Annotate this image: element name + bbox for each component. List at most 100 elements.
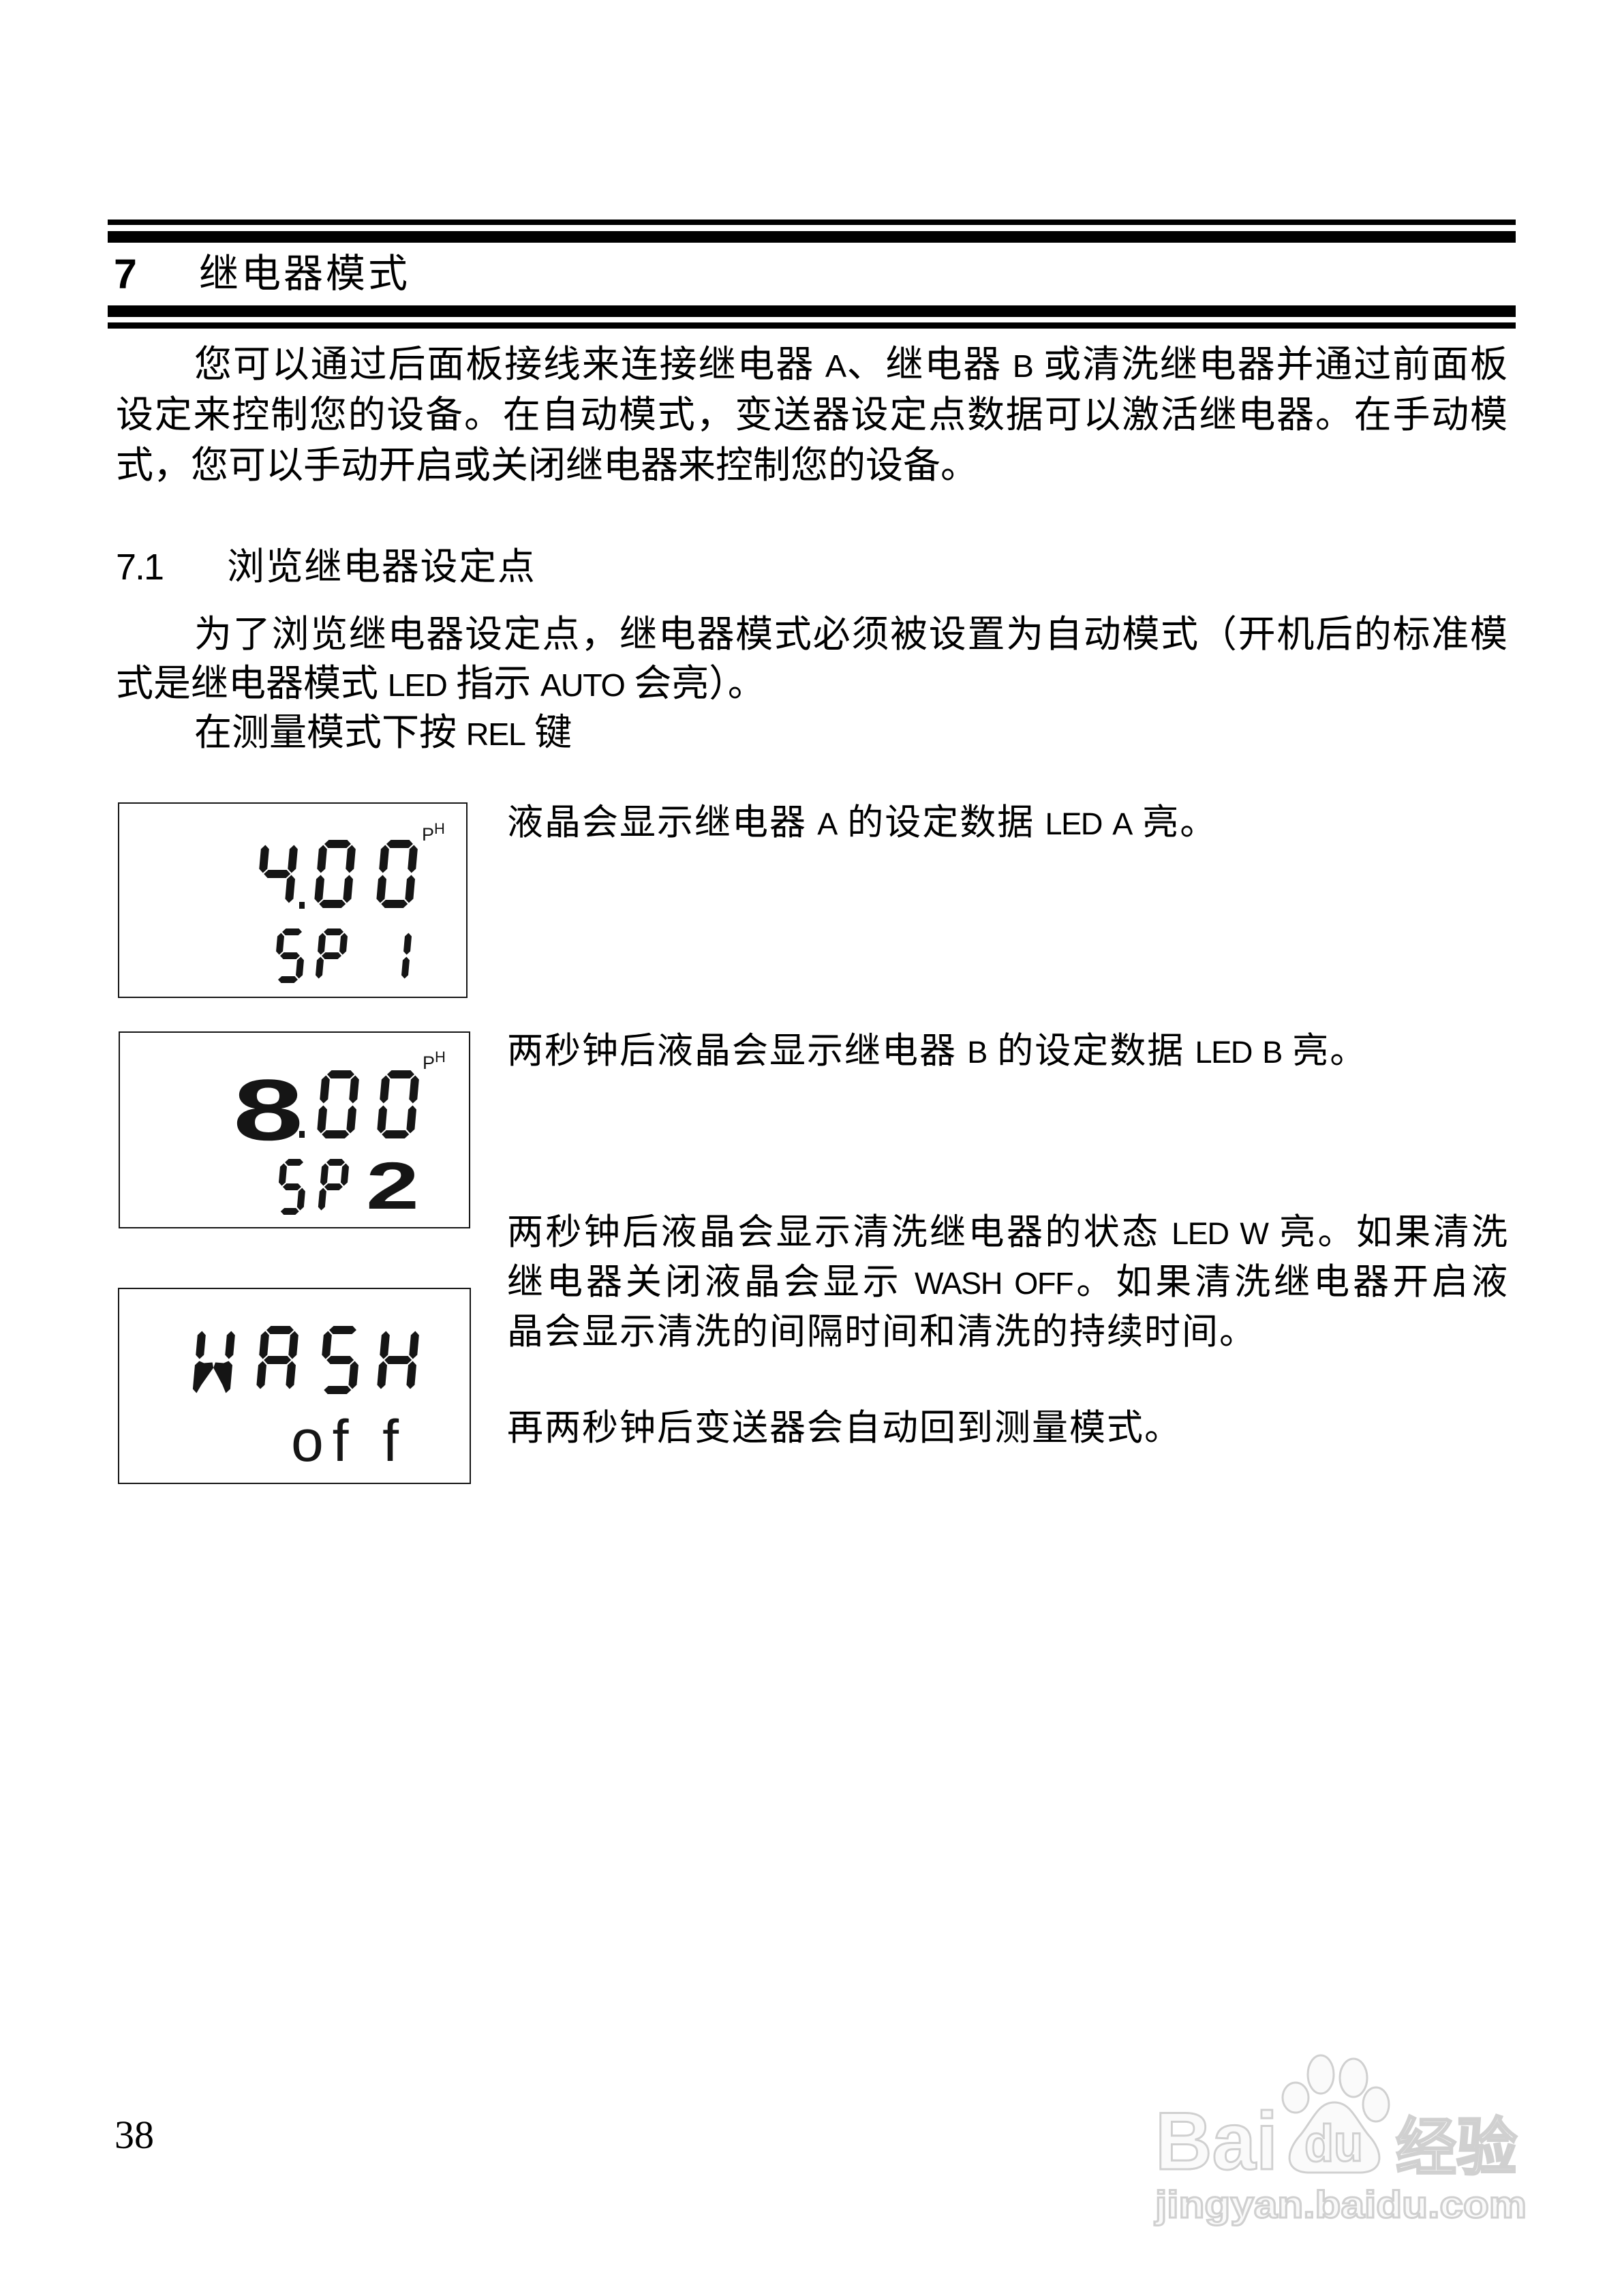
lcd-segment: [264, 1356, 292, 1364]
lcd-segment: [328, 1326, 356, 1334]
instruction-line: 在测量模式下按 REL 键: [194, 712, 572, 753]
latin-run: AUTO: [540, 667, 626, 703]
lcd-screen: PH: [259, 820, 445, 983]
latin-run: LED: [1172, 1216, 1229, 1251]
decimal-point: [299, 902, 305, 909]
lcd-segment: [386, 1070, 414, 1078]
latin-run: A: [1112, 806, 1133, 841]
seven-segment-digit: [276, 928, 304, 983]
lcd-segment: [405, 875, 415, 903]
lcd-segment: [225, 1331, 235, 1359]
baidu-jingyan-watermark: Bai du 经验 jingyan.baidu.com: [1153, 2054, 1528, 2227]
latin-run: B: [967, 1035, 988, 1070]
text-line: 晶会显示清洗的间隔时间和清洗的持续时间。: [507, 1312, 1257, 1352]
latin-run: LED: [1045, 806, 1103, 841]
lcd-segment: [286, 1361, 296, 1389]
description-setpoint-b: 两秒钟后液晶会显示继电器 B 的设定数据 LED B 亮。: [507, 1027, 1508, 1076]
seven-segment-digit: [317, 1070, 359, 1138]
lcd-sub-readout: of f: [291, 1408, 399, 1474]
lcd-segment: [314, 875, 324, 903]
seven-segment-digit: [377, 1070, 419, 1138]
lcd-segment: [288, 1331, 299, 1359]
lcd-segment: [322, 1331, 332, 1359]
lcd-segment: [386, 840, 413, 848]
lcd-segment: [278, 1163, 287, 1186]
lcd-segment: [317, 845, 327, 873]
lcd-segment: [276, 933, 284, 955]
ph-unit-label: PH: [422, 820, 445, 845]
seven-segment-digit: [259, 845, 298, 903]
lcd-segment: [324, 840, 351, 848]
watermark-url: jingyan.baidu.com: [1154, 2183, 1527, 2226]
lcd-segment: [322, 952, 342, 959]
lcd-segment: [296, 1188, 305, 1211]
lcd-segment: [259, 1331, 269, 1359]
lcd-segment: [380, 1331, 390, 1359]
lcd-segment: [343, 875, 353, 903]
lcd-segment: [259, 845, 269, 873]
ph-unit-label: PH: [423, 1048, 446, 1073]
section-title: 继电器模式: [199, 252, 411, 296]
lcd-segment: [319, 900, 346, 908]
lcd-segment: [377, 1105, 387, 1134]
lcd-segment: [406, 1105, 416, 1134]
text-line: 为了浏览继电器设定点，继电器模式必须被设置为自动模式（开机后的标准模: [194, 614, 1508, 655]
lcd-main-readout: [259, 840, 418, 909]
paw-toe: [1362, 2086, 1390, 2123]
text-line: 您可以通过后面板接线来连接继电器 A、继电器 B 或清洗继电器并通过前面板: [194, 344, 1508, 385]
lcd-segment: [401, 956, 410, 979]
latin-run: LED: [1195, 1035, 1253, 1070]
subsection-title: 浏览继电器设定点: [227, 546, 536, 588]
seven-segment-digit: [316, 928, 348, 979]
lcd-segment: [288, 845, 298, 873]
page-number: 38: [114, 2113, 154, 2157]
lcd-segment: [196, 1331, 206, 1359]
lcd-segment: [384, 1356, 412, 1364]
seven-segment-digit: [401, 933, 412, 979]
lcd-sub-readout: 2: [278, 1148, 419, 1223]
lcd-segment: [326, 1356, 354, 1364]
lcd-segment: [326, 1070, 354, 1078]
lcd-segment: [282, 1183, 301, 1190]
lcd-segment: [380, 1075, 390, 1104]
lcd-segment: [256, 1361, 266, 1389]
lcd-segment: [213, 1361, 232, 1393]
lcd-segment: [316, 956, 324, 979]
lcd-segment: [403, 933, 412, 955]
lcd-segment: [318, 933, 326, 955]
lcd-segment: [339, 933, 348, 955]
seven-segment-digit: [377, 1331, 419, 1389]
lcd-display-setpoint-a: PH: [118, 802, 468, 998]
paw-palm: [1288, 2101, 1381, 2174]
description-wash-relay: 两秒钟后液晶会显示清洗继电器的状态 LED W 亮。如果清洗 继电器关闭液晶会显…: [507, 1208, 1508, 1357]
latin-run: OFF: [1014, 1266, 1073, 1301]
text-line: 继电器关闭液晶会显示 WASH OFF。如果清洗继电器开启液: [507, 1263, 1508, 1302]
heading-rule-top-thin: [108, 220, 1516, 225]
lcd-screen: 8 PH 2: [233, 1048, 446, 1223]
lcd-main-readout: [192, 1326, 419, 1394]
lcd-segment: [381, 900, 408, 908]
lcd-segment: [296, 956, 304, 979]
lcd-segment: [376, 875, 386, 903]
lcd-segment: [264, 870, 291, 878]
paw-toe: [1281, 2081, 1310, 2114]
lcd-segment: [320, 1075, 330, 1104]
lcd-segment: [346, 1105, 356, 1134]
lcd-segment: [285, 875, 295, 903]
section-number: 7: [114, 251, 137, 297]
paw-toe: [1306, 2054, 1335, 2095]
seven-segment-digit: [376, 840, 418, 908]
paw-icon: [1281, 2054, 1390, 2174]
text-line: 式，您可以手动开启或关闭继电器来控制您的设备。: [116, 444, 979, 486]
seven-segment-digit: [256, 1326, 299, 1389]
lcd-segment: [280, 1208, 299, 1215]
lcd-segment: [409, 1331, 419, 1359]
lcd-segment: [379, 845, 389, 873]
latin-run: LED: [387, 667, 448, 703]
intro-paragraph: 您可以通过后面板接线来连接继电器 A、继电器 B 或清洗继电器并通过前面板 设定…: [116, 339, 1508, 491]
lcd-segment: [348, 1361, 358, 1389]
seven-segment-digit: [318, 1159, 349, 1211]
text-line: 设定来控制您的设备。在自动模式，变送器设定点数据可以激活继电器。在手动模: [116, 394, 1508, 436]
lcd-glyph-text: 8: [233, 1061, 303, 1158]
lcd-segment: [280, 952, 301, 959]
